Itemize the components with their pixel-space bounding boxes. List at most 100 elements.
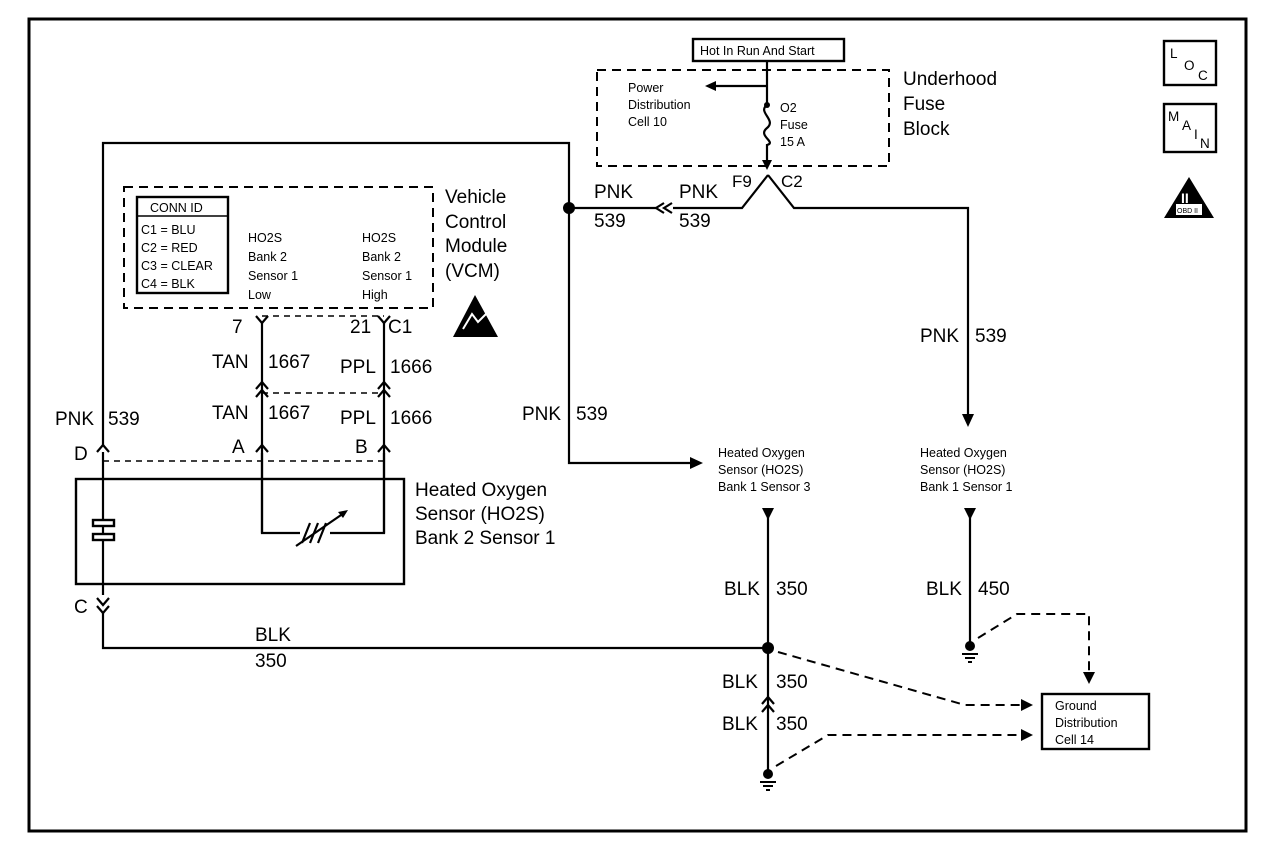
- ppl-upper-circuit: 1666: [390, 357, 432, 378]
- pnk-feed-left-wire: [673, 174, 769, 210]
- blk-s3-circuit: 350: [776, 579, 808, 600]
- blk-splice-point: [762, 642, 774, 654]
- pnk-feed-color: PNK: [594, 182, 633, 203]
- blk-b2-wire: [101, 613, 768, 650]
- oxygen-sensing-element-icon: [295, 510, 348, 547]
- main-badge-n: N: [1200, 136, 1210, 151]
- sensor-b2s1-pin-a: A: [232, 437, 245, 458]
- pnk-s3-color: PNK: [522, 404, 561, 425]
- ground-distribution-box: [1040, 692, 1151, 751]
- ppl-upper-color: PPL: [340, 357, 376, 378]
- vcm-connector-c1: C1: [388, 317, 412, 338]
- o2-fuse-line-2: Fuse: [780, 118, 808, 132]
- vcm-pin-7: 7: [232, 317, 243, 338]
- ground-ref-dash-1: [777, 651, 1022, 706]
- sensor-b1s3-title-2: Sensor (HO2S): [718, 463, 803, 477]
- sensor-b2s1-pin-d: D: [74, 444, 88, 465]
- connector-c2-label: C2: [781, 172, 803, 191]
- ground-dist-line-1: Ground: [1055, 699, 1097, 713]
- main-badge-m: M: [1168, 109, 1179, 124]
- ground-ref-arrow-3-icon: [1083, 672, 1095, 684]
- conn-id-header: CONN ID: [150, 201, 203, 215]
- sensor-b1s1-title-3: Bank 1 Sensor 1: [920, 480, 1012, 494]
- fuse-block-title-2: Fuse: [903, 94, 945, 115]
- loc-badge-c: C: [1198, 68, 1208, 83]
- hot-in-run-label-box: [691, 37, 846, 63]
- loc-badge[interactable]: L O C: [1162, 39, 1218, 87]
- conn-id-row: C2 = RED: [141, 241, 198, 255]
- conn-id-row: C3 = CLEAR: [141, 259, 213, 273]
- obd-badge-sub: OBD II: [1177, 208, 1198, 215]
- conn-id-table: [135, 195, 230, 295]
- vcm-input-high-4: High: [362, 288, 388, 302]
- o2-fuse-line-3: 15 A: [780, 135, 806, 149]
- sensor-b1s3-title-3: Bank 1 Sensor 3: [718, 480, 810, 494]
- esd-warning-icon: [453, 295, 498, 337]
- pnk-s1-circuit: 539: [975, 326, 1007, 347]
- sensor-b1s3-ground-arrow-icon: [762, 508, 774, 520]
- main-badge[interactable]: M A I N: [1162, 102, 1218, 154]
- pnk-feed-right-wire: [767, 174, 970, 417]
- loc-badge-o: O: [1184, 58, 1195, 73]
- blk-s1-circuit: 450: [978, 579, 1010, 600]
- ground-ref-dash-3: [977, 613, 1090, 672]
- vcm-input-high-1: HO2S: [362, 231, 396, 245]
- pnk-b2-wire: [101, 141, 571, 445]
- loc-badge-l: L: [1170, 46, 1178, 61]
- obd-badge-numeral: II: [1181, 190, 1189, 206]
- sensor-b1s3-title-1: Heated Oxygen: [718, 446, 805, 460]
- pin-a-connector: [255, 443, 269, 453]
- vcm-pin-21: 21: [350, 317, 371, 338]
- vcm-pin-21-connector: [377, 315, 391, 325]
- pnk-s3-wire: [567, 208, 692, 465]
- fuse-block-title-3: Block: [903, 119, 950, 140]
- pnk-s1-arrow-icon: [962, 414, 974, 427]
- vcm-title-1: Vehicle: [445, 187, 506, 208]
- sensor-b2s1-title-1: Heated Oxygen: [415, 480, 547, 501]
- tan-upper-circuit: 1667: [268, 352, 310, 373]
- pin-d-connector: [96, 443, 110, 453]
- obd-ii-badge: II OBD II: [1164, 177, 1214, 218]
- ground-symbol-s1: [962, 641, 978, 663]
- sensor-b2s1-pin-b: B: [355, 437, 368, 458]
- ground-inline-connector: [761, 695, 775, 713]
- sensor-b2s1-pin-c: C: [74, 597, 88, 618]
- sensor-b1s1-title-1: Heated Oxygen: [920, 446, 1007, 460]
- pnk-feed2-color: PNK: [679, 182, 718, 203]
- diagram-frame: [27, 17, 1248, 833]
- vcm-pin-7-connector: [255, 315, 269, 325]
- blk-b2-circuit: 350: [255, 651, 287, 672]
- power-dist-line-1: Power: [628, 81, 663, 95]
- pnk-feed-connector-icon: [653, 202, 673, 214]
- pnk-s3-arrow-icon: [690, 457, 703, 469]
- fuse-block-title-1: Underhood: [903, 69, 997, 90]
- blk-g2-color: BLK: [722, 714, 758, 735]
- vcm-input-high-2: Bank 2: [362, 250, 401, 264]
- sensor-b2s1-title-2: Sensor (HO2S): [415, 504, 545, 525]
- ppl-lower-circuit: 1666: [390, 408, 432, 429]
- hot-in-run-label: Hot In Run And Start: [700, 44, 815, 58]
- conn-id-row: C4 = BLK: [141, 277, 196, 291]
- ppl-inline-connector: [377, 380, 391, 398]
- vcm-box: [123, 186, 434, 309]
- vcm-input-low-2: Bank 2: [248, 250, 287, 264]
- blk-b2-color: BLK: [255, 625, 291, 646]
- tan-upper-color: TAN: [212, 352, 249, 373]
- underhood-fuse-block-box: [596, 69, 890, 167]
- tan-lower-circuit: 1667: [268, 403, 310, 424]
- vcm-input-low-3: Sensor 1: [248, 269, 298, 283]
- sensor-b2s1-title-3: Bank 2 Sensor 1: [415, 528, 555, 549]
- ppl-lower-color: PPL: [340, 408, 376, 429]
- blk-g1-circuit: 350: [776, 672, 808, 693]
- vcm-input-high-3: Sensor 1: [362, 269, 412, 283]
- pnk-s3-circuit: 539: [576, 404, 608, 425]
- main-badge-a: A: [1182, 118, 1191, 133]
- vcm-title-3: Module: [445, 236, 507, 257]
- pnk-feed2-circuit: 539: [679, 211, 711, 232]
- pnk-s1-color: PNK: [920, 326, 959, 347]
- power-dist-line-2: Distribution: [628, 98, 691, 112]
- power-dist-arrow-icon: [705, 81, 716, 91]
- tan-inline-connector: [255, 380, 269, 398]
- pnk-feed-circuit: 539: [594, 211, 626, 232]
- vcm-input-low-1: HO2S: [248, 231, 282, 245]
